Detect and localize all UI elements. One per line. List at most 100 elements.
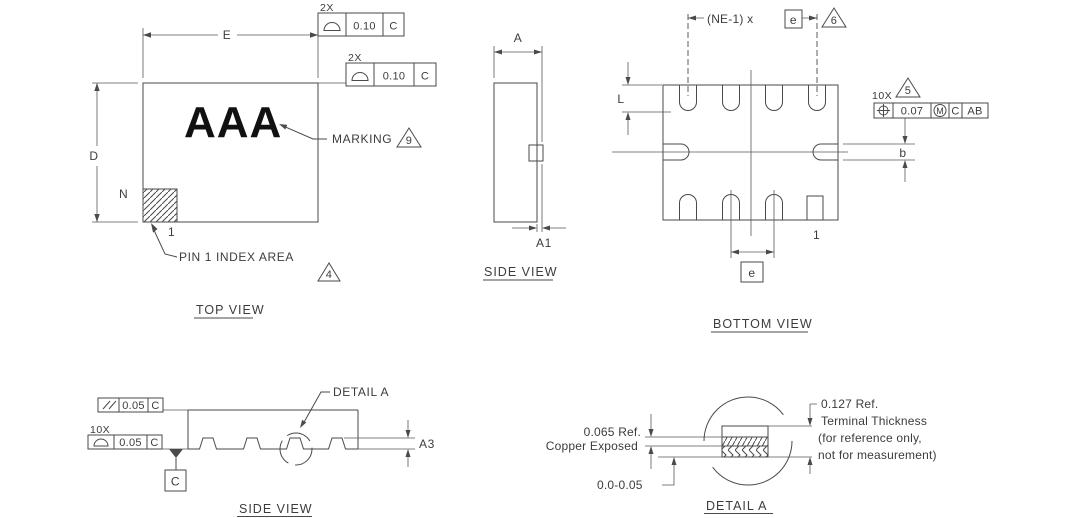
note-triangle-9: [396, 127, 422, 148]
copper-arrowheads: [648, 429, 654, 454]
terminal-dim-line1: 0.127 Ref.: [821, 397, 878, 411]
note-6-number: 6: [831, 15, 837, 27]
terminal-copper-band: [722, 437, 768, 446]
detail-a-view: 0.065 Ref. Copper Exposed 0.0-0.05 0.127…: [546, 396, 937, 514]
note-triangle-5: [895, 77, 921, 98]
true-position-icon: [877, 104, 890, 117]
A3-arrowheads: [405, 430, 411, 457]
side-view-body: [493, 82, 538, 223]
fcf-position-datum1: C: [951, 106, 959, 118]
fcf-parallelism-separators: [118, 398, 149, 412]
pin1-square-pad: [806, 195, 824, 220]
note-4-number: 4: [326, 269, 332, 281]
datum-c-letter: C: [171, 475, 180, 489]
fcf2-datum: C: [421, 71, 429, 83]
terminal-band-dividers: [722, 436, 768, 447]
terminal-dim-line4: not for measurement): [818, 448, 937, 462]
side-view-top: A A1 SIDE VIEW: [483, 31, 566, 281]
pitch-ref-label: e: [790, 13, 797, 27]
e-ref-box: [740, 261, 764, 283]
A3-extension-lines: [344, 437, 415, 450]
datum-c-box: [164, 469, 187, 492]
e-centerline-stems: [730, 190, 775, 258]
note-9-number: 9: [406, 135, 412, 147]
fcf1-qty: 2X: [320, 2, 334, 14]
terminal-arrow-stems: [809, 403, 817, 474]
side-view-bottom-body: [187, 409, 359, 450]
datum-c: C: [164, 449, 187, 492]
profile-of-surface-icon: [351, 72, 369, 81]
fcf-parallelism-frame: [97, 397, 164, 413]
fcf-position: 10X 5 0.07 M C AB: [872, 77, 989, 119]
top-edge-pads: [679, 85, 826, 111]
terminal-plating-band: [722, 446, 768, 457]
fcf2-frame: [345, 62, 437, 87]
pin1-index-hatch: [142, 188, 178, 223]
pin-N-label: N: [119, 187, 128, 201]
mmc-modifier-icon: [933, 104, 947, 117]
fcf-profile-bottom: 10X 0.05 C: [87, 424, 188, 450]
detail-a-boundary-circle: [703, 396, 793, 486]
fcf2-qty: 2X: [348, 52, 362, 64]
pin1-leader: [152, 227, 178, 258]
dim-A-label: A: [514, 31, 523, 45]
dim-b-label: b: [899, 146, 906, 160]
bottom-view-centerlines: [612, 70, 848, 236]
standoff-leader: [662, 460, 675, 486]
b-arrowheads: [902, 136, 908, 168]
exposed-terminal-mark: [528, 144, 544, 162]
terminal-cross-section: [721, 425, 769, 458]
bottom-view-title: BOTTOM VIEW: [713, 317, 813, 331]
terminal-dim-line3: (for reference only,: [818, 431, 922, 445]
fcf2-separators: [373, 63, 415, 86]
fcf-profile-side: 2X 0.10 C: [345, 52, 437, 87]
mmc-modifier-letter: M: [936, 106, 944, 116]
side-view-dimension-lines: [494, 51, 566, 229]
dim-A3-label: A3: [419, 437, 435, 451]
dim-D-label: D: [89, 149, 98, 163]
detail-a-callout-leader: [302, 391, 330, 425]
standoff-arrowhead: [671, 457, 677, 465]
fcf-profile-top: 2X 0.10 C: [317, 2, 405, 37]
fcf1-frame: [317, 12, 405, 37]
datum-feature-triangle: [169, 449, 183, 458]
pin1-index-label: PIN 1 INDEX AREA: [179, 250, 294, 264]
pitch-ref-box: [784, 9, 803, 29]
note-triangle-6: [821, 7, 847, 28]
dim-E-label: E: [223, 28, 232, 42]
pitch-label: (NE-1) x: [707, 12, 753, 26]
terminal-extension-lines: [768, 425, 812, 458]
bottom-view-body: [662, 84, 839, 221]
fcf1-separators: [345, 13, 384, 36]
detail-a-callout-label: DETAIL A: [333, 385, 389, 399]
fcf-position-datum2: AB: [967, 106, 982, 118]
terminal-arrowheads: [807, 418, 813, 465]
top-view: E D N 1 2X 0.10 C 2X 0.10 C AAA MARKING …: [89, 2, 437, 319]
side-view-bottom-title: SIDE VIEW: [239, 502, 313, 516]
marking-label: MARKING: [332, 132, 392, 146]
copper-extension-lines: [645, 436, 722, 458]
note-5-number: 5: [905, 85, 911, 97]
fcf-profile-datum: C: [150, 437, 158, 449]
pitch-centerline-stems: [687, 14, 818, 96]
fcf2-tolerance: 0.10: [383, 71, 406, 83]
copper-dim-line2: Copper Exposed: [546, 439, 638, 453]
detail-a-title: DETAIL A: [706, 499, 768, 513]
parallelism-icon: [102, 400, 117, 410]
top-view-title: TOP VIEW: [196, 303, 265, 317]
top-view-body-outline: [142, 82, 319, 223]
fcf-profile-tolerance: 0.05: [119, 437, 142, 449]
b-extension-lines: [843, 143, 915, 161]
note-triangle-4: [317, 262, 341, 282]
side-view-top-title: SIDE VIEW: [484, 265, 558, 279]
side-view-extension-lines: [493, 46, 543, 232]
fcf-parallelism-tolerance: 0.05: [122, 400, 145, 412]
fcf1-datum: C: [389, 21, 397, 33]
top-view-extension-lines: [92, 28, 346, 223]
fcf-position-qty: 10X: [872, 90, 892, 102]
fcf1-tolerance: 0.10: [353, 21, 376, 33]
e-ref-label: e: [748, 266, 755, 280]
L-extension-lines: [622, 84, 671, 113]
